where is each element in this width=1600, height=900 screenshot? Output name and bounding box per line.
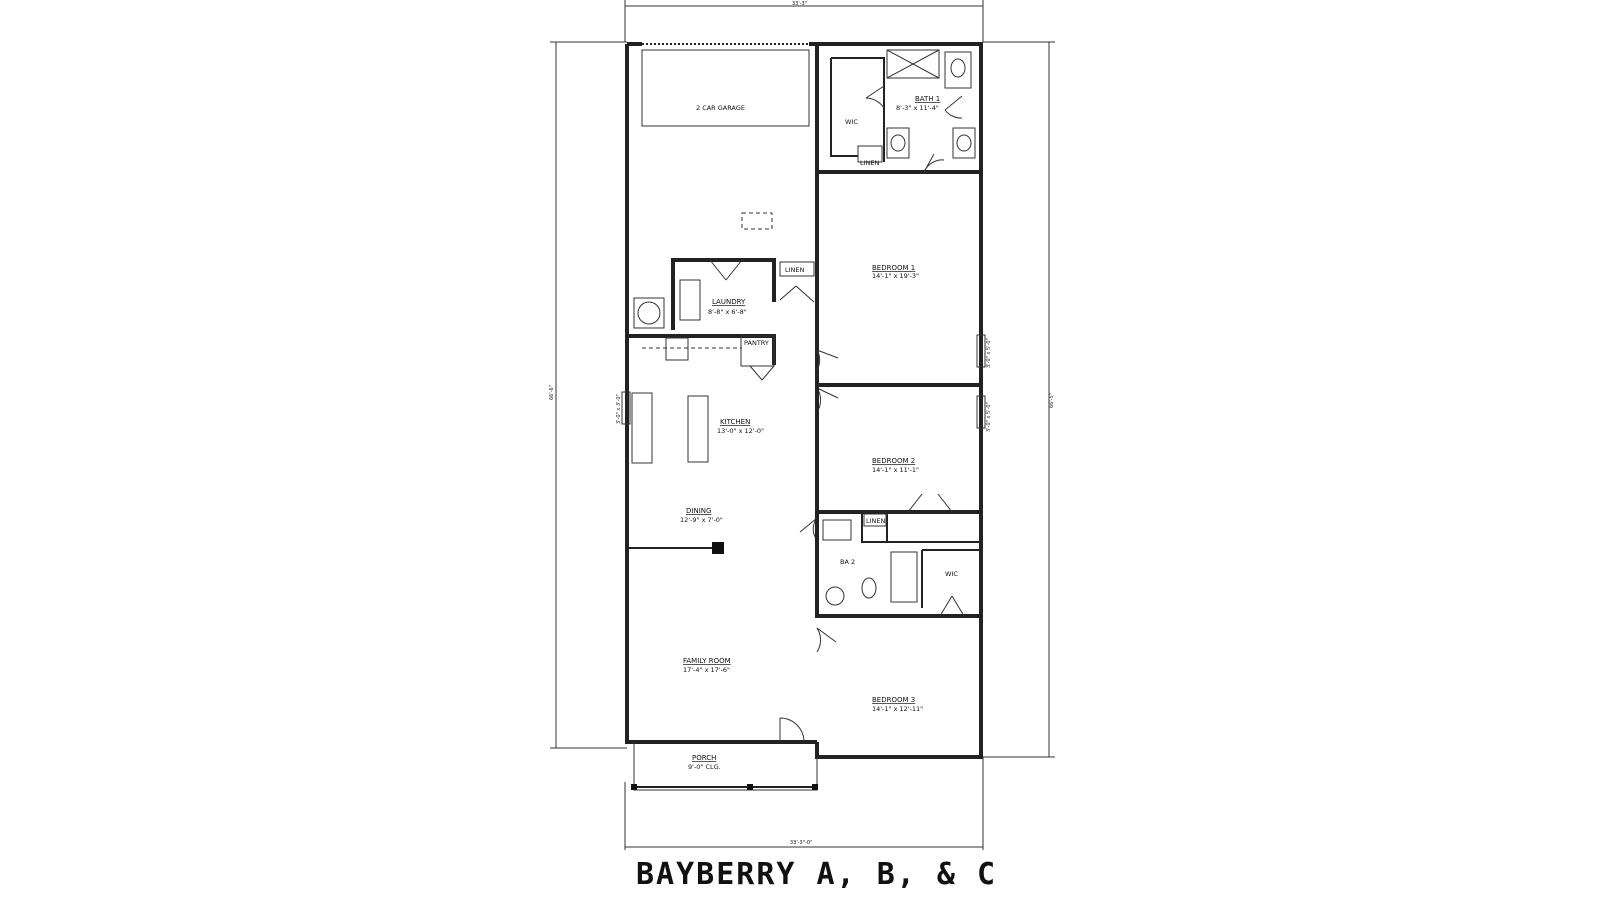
bedroom3-label: BEDROOM 3 — [872, 696, 915, 704]
porch: PORCH 9'-0" CLG. — [631, 742, 818, 791]
linen1-label: LINEN — [860, 159, 880, 167]
bedroom1: 3'-0" x 5'-0" BEDROOM 1 14'-1" x 19'-3" — [815, 172, 992, 387]
bath2-block: LINEN BA 2 WIC — [815, 512, 981, 618]
dim-right: 66'-5" — [1049, 393, 1055, 408]
dining: DINING 12'-9" x 7'-0" — [627, 507, 818, 554]
kitchen-label: KITCHEN — [720, 418, 750, 426]
window-kitchen: 3'-0" x 3'-0" — [616, 394, 622, 424]
linen3-label: LINEN — [866, 517, 886, 525]
bedroom1-label: BEDROOM 1 — [872, 264, 915, 272]
kitchen-size: 13'-0" x 12'-0" — [717, 427, 764, 435]
bedroom2-label: BEDROOM 2 — [872, 457, 915, 465]
pantry-label: PANTRY — [744, 339, 769, 347]
family-size: 17'-4" x 17'-6" — [683, 666, 730, 674]
family-room: FAMILY ROOM 17'-4" x 17'-6" — [683, 627, 837, 743]
kitchen: 3'-0" x 3'-0" PANTRY KITCHEN 13'-0" x 12… — [616, 334, 839, 464]
window-bedroom1: 3'-0" x 5'-0" — [986, 338, 992, 368]
ba2-label: BA 2 — [840, 558, 855, 566]
wic2-label: WIC — [945, 570, 958, 578]
bath1-block: BATH 1 8'-3" x 11'-4" WIC LINEN — [815, 44, 981, 174]
porch-label: PORCH — [692, 754, 716, 762]
dimension-lines: 33'-3" 33'-3"-0" 66'-6" 66'-5" — [549, 0, 1055, 850]
bedroom2: 3'-0" x 5'-0" BEDROOM 2 14'-1" x 11'-1" — [815, 385, 992, 514]
dim-bottom: 33'-3"-0" — [790, 840, 812, 846]
laundry-size: 8'-8" x 6'-8" — [708, 308, 747, 316]
linen2-label: LINEN — [785, 266, 805, 274]
plan-title: BAYBERRY A, B, & C — [636, 857, 997, 892]
dim-left: 66'-6" — [549, 385, 555, 400]
window-bedroom2: 3'-0" x 5'-0" — [986, 402, 992, 432]
bedroom3-size: 14'-1" x 12'-11" — [872, 705, 923, 713]
laundry-label: LAUNDRY — [712, 298, 746, 306]
bedroom1-size: 14'-1" x 19'-3" — [872, 272, 919, 280]
exterior-walls — [625, 42, 983, 759]
bath1-label: BATH 1 — [915, 95, 940, 103]
dining-label: DINING — [686, 507, 711, 515]
garage-label: 2 CAR GARAGE — [696, 104, 745, 112]
bedroom2-size: 14'-1" x 11'-1" — [872, 466, 919, 474]
garage: 2 CAR GARAGE — [641, 49, 810, 230]
dim-top: 33'-3" — [792, 1, 807, 7]
laundry: LAUNDRY 8'-8" x 6'-8" LINEN — [633, 258, 815, 330]
dining-size: 12'-9" x 7'-0" — [680, 516, 723, 524]
family-label: FAMILY ROOM — [683, 657, 731, 665]
bath1-size: 8'-3" x 11'-4" — [896, 104, 939, 112]
bedroom3: BEDROOM 3 14'-1" x 12'-11" — [872, 696, 923, 713]
porch-size: 9'-0" CLG. — [688, 763, 721, 771]
wic1-label: WIC — [845, 118, 858, 126]
